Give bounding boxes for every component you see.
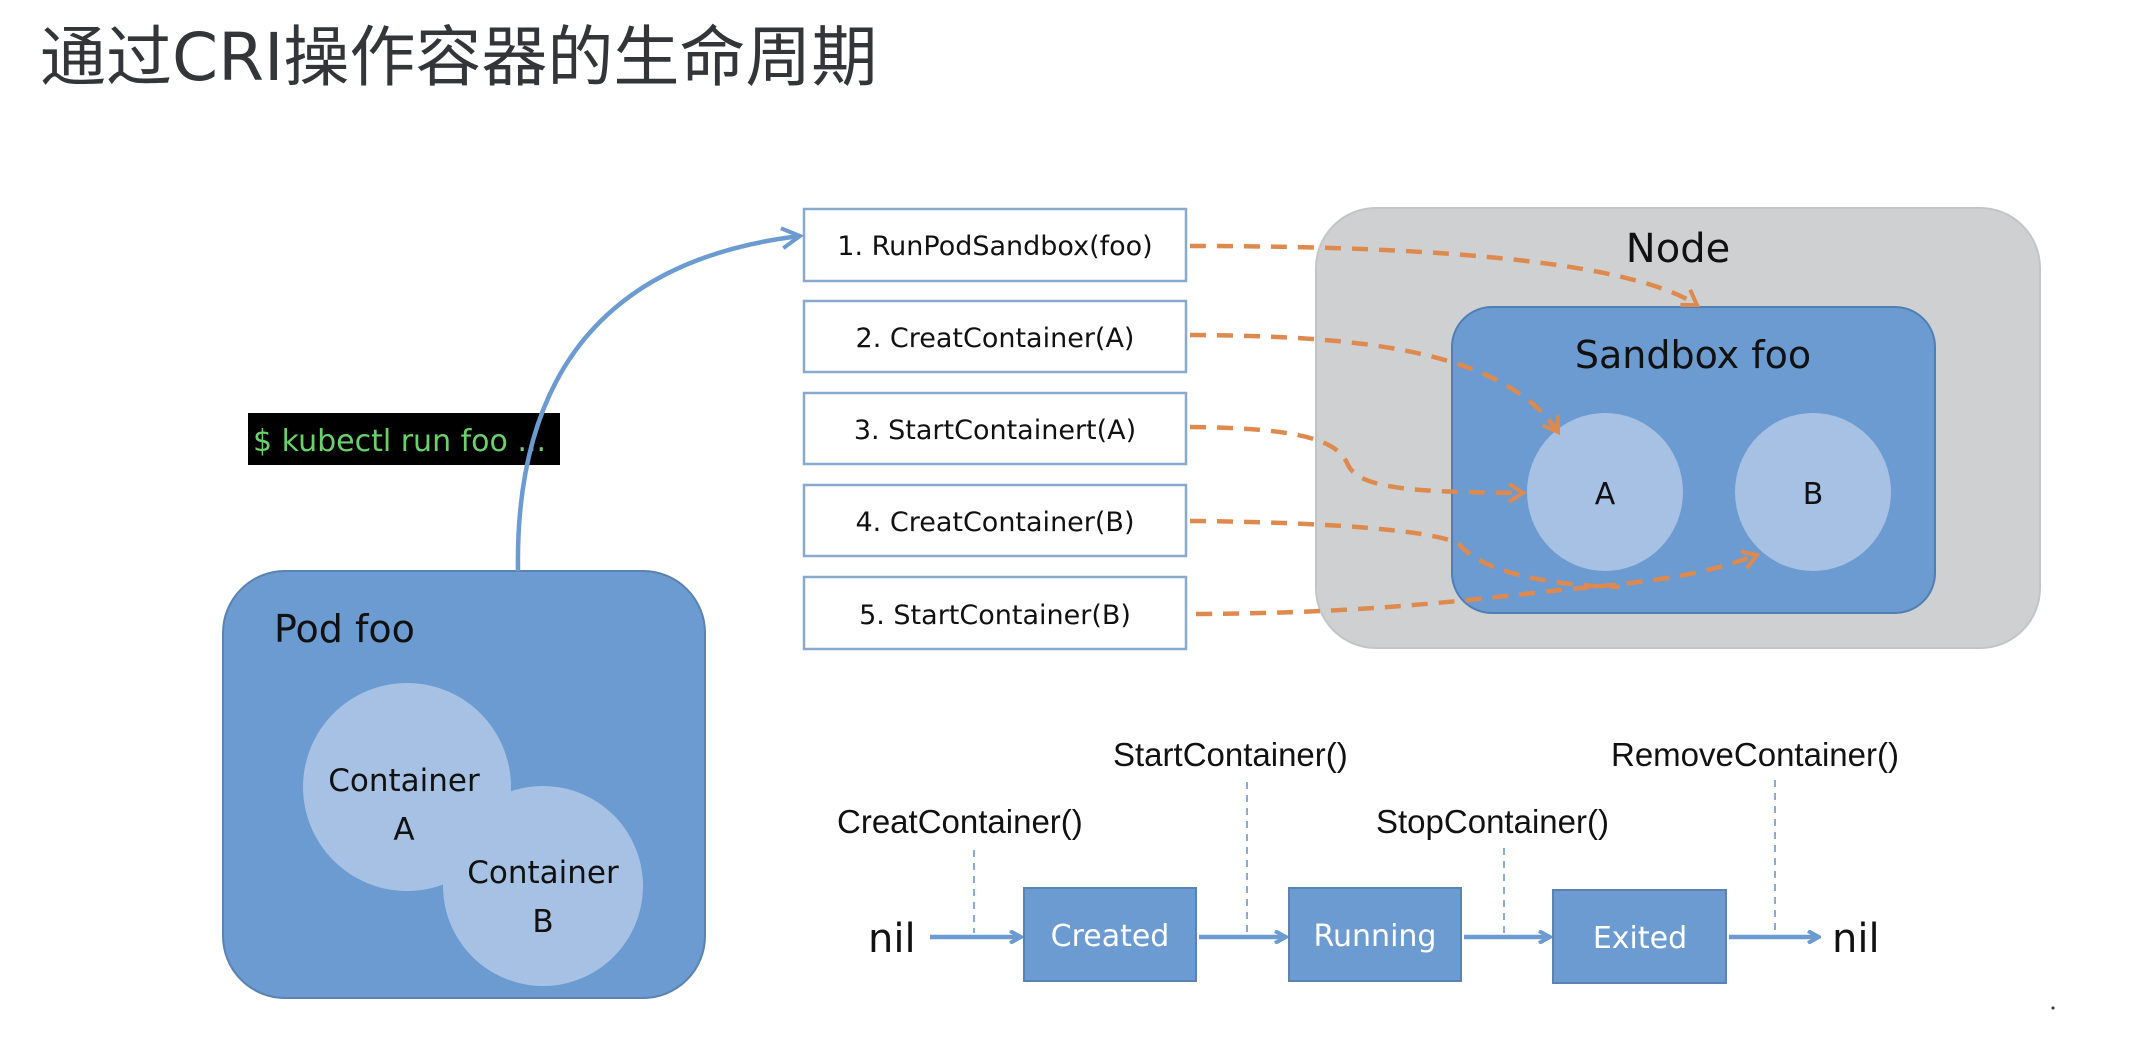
speck xyxy=(2051,1006,2055,1010)
sandbox-container-b-label: B xyxy=(1803,477,1824,512)
cri-call-box xyxy=(802,483,1188,558)
node-label: Node xyxy=(1626,226,1730,272)
arrow-start-container-a xyxy=(1189,424,1527,504)
transition-stop-label: StopContainer() xyxy=(1376,803,1609,840)
state-running-label: Running xyxy=(1314,919,1437,954)
terminal-command-text: $ kubectl run foo ... xyxy=(253,424,546,459)
page-title: 通过CRI操作容器的生命周期 xyxy=(40,19,878,96)
arrow-create-container-a xyxy=(1189,332,1561,436)
cri-calls: 1. RunPodSandbox(foo) 2. CreatContainer(… xyxy=(802,207,1188,651)
lifecycle-start: nil xyxy=(868,916,916,962)
pod-container-b-name: Container xyxy=(467,855,619,891)
lifecycle: nil nil Created Running Exited CreatCont… xyxy=(837,736,1899,984)
arrow-run-pod-sandbox xyxy=(1189,243,1701,308)
state-created-label: Created xyxy=(1051,919,1170,954)
sandbox: Sandbox foo A B xyxy=(1451,306,1936,614)
cri-call-label: 2. CreatContainer(A) xyxy=(856,323,1135,354)
transition-start-label: StartContainer() xyxy=(1113,736,1348,773)
cri-call-box xyxy=(802,391,1188,466)
cri-call-box xyxy=(802,299,1188,374)
sandbox-container-b xyxy=(1735,413,1891,571)
cri-call-box xyxy=(802,575,1188,651)
lifecycle-end: nil xyxy=(1832,916,1880,962)
state-created xyxy=(1023,887,1197,982)
pod-container-a-name: Container xyxy=(328,763,480,799)
pod-container-b xyxy=(443,786,643,986)
cri-call-label: 4. CreatContainer(B) xyxy=(856,507,1135,538)
transition-remove-label: RemoveContainer() xyxy=(1611,736,1899,773)
sandbox-container-a-label: A xyxy=(1595,477,1616,512)
cri-call-arrows xyxy=(1189,243,1761,617)
kubectl-arrow xyxy=(515,236,800,572)
pod-label: Pod foo xyxy=(274,607,415,651)
cri-call-label: 1. RunPodSandbox(foo) xyxy=(837,231,1152,262)
cri-call-box xyxy=(802,207,1188,283)
pod-container-a-id: A xyxy=(393,812,414,848)
state-exited xyxy=(1552,889,1727,984)
terminal-command: $ kubectl run foo ... xyxy=(248,413,560,465)
cri-call-label: 5. StartContainer(B) xyxy=(859,600,1131,631)
pod-container-b-id: B xyxy=(532,904,553,940)
transition-create-label: CreatContainer() xyxy=(837,803,1083,840)
sandbox-label: Sandbox foo xyxy=(1575,333,1811,377)
arrow-start-container-b xyxy=(1195,549,1761,617)
state-exited-label: Exited xyxy=(1593,921,1687,956)
pod: Pod foo Container A Container B xyxy=(222,570,706,999)
sandbox-container-a xyxy=(1527,413,1683,571)
state-running xyxy=(1288,887,1462,982)
cri-call-label: 3. StartContainert(A) xyxy=(854,415,1136,446)
